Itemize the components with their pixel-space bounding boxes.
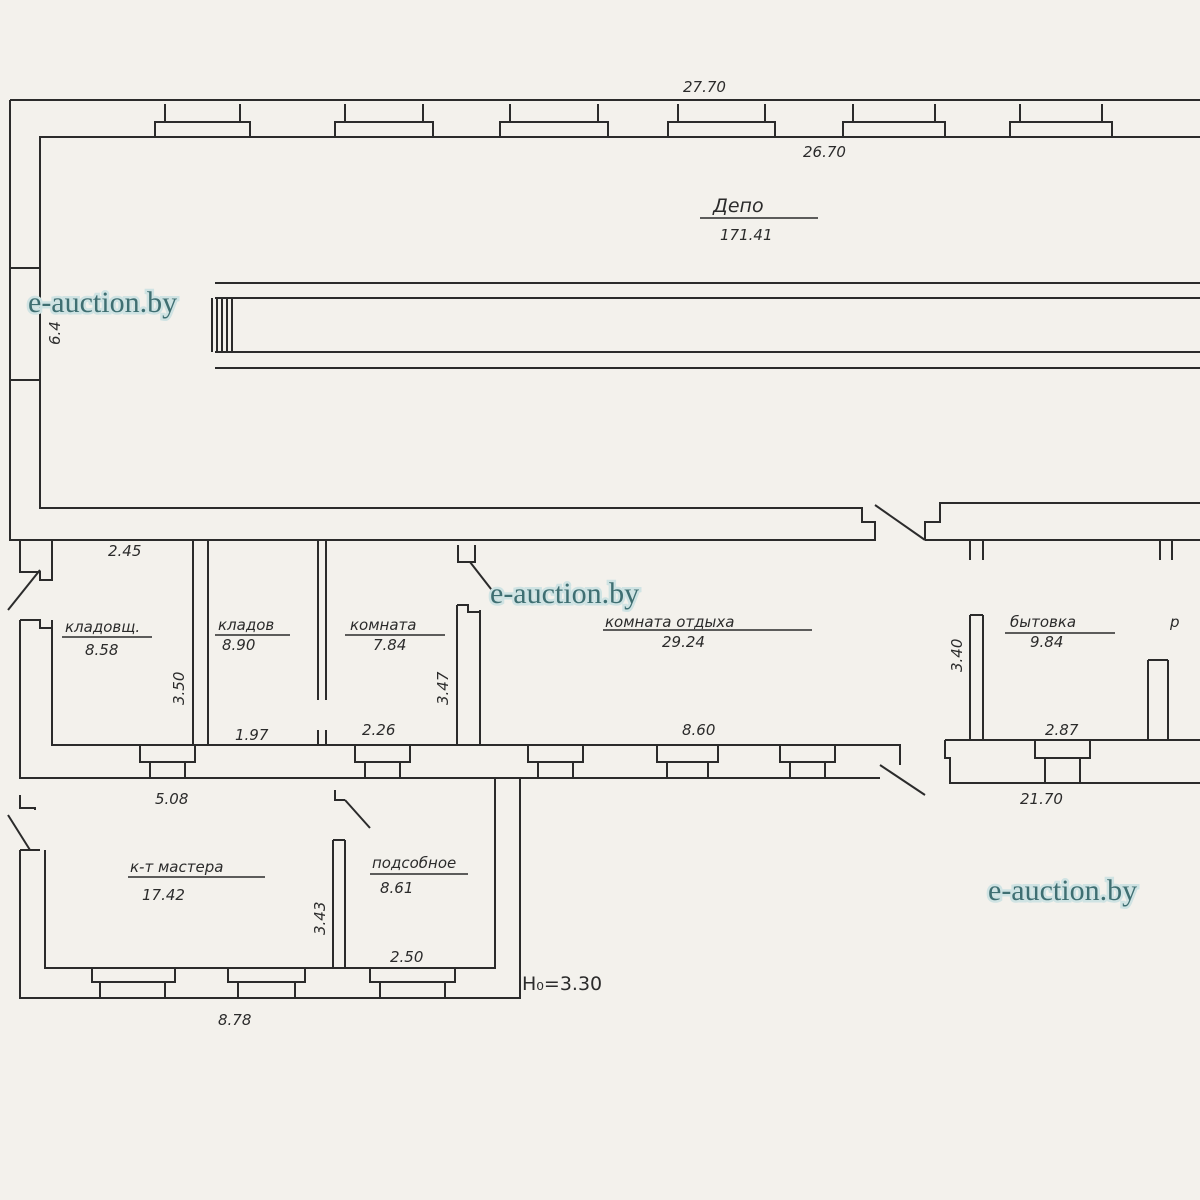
svg-text:комната: комната: [350, 616, 416, 634]
svg-text:подсобное: подсобное: [372, 854, 456, 872]
dim-w3: 8.60: [682, 721, 715, 739]
dim-w1: 1.97: [235, 726, 269, 744]
room-utility-small: подсобное 8.61: [370, 854, 468, 897]
room-rest: комната отдыха 29.24: [603, 613, 812, 651]
svg-text:8.61: 8.61: [380, 879, 413, 897]
dim-w4: 2.87: [1045, 721, 1079, 739]
dim-h3: 3.40: [948, 639, 966, 672]
svg-text:9.84: 9.84: [1030, 633, 1063, 651]
windows-top: [154, 104, 1113, 137]
svg-text:29.24: 29.24: [662, 633, 705, 651]
dim-w6: 21.70: [1020, 790, 1063, 808]
dim-w7: 2.50: [390, 948, 423, 966]
svg-text:7.84: 7.84: [373, 636, 406, 654]
dim-h4: 3.43: [311, 902, 329, 935]
svg-text:8.90: 8.90: [222, 636, 255, 654]
room-utility: бытовка 9.84: [1005, 613, 1115, 651]
svg-text:к-т мастера: к-т мастера: [130, 858, 223, 876]
ceiling-height: H₀=3.30: [522, 973, 602, 995]
watermark: e-auction.by: [988, 874, 1137, 907]
svg-text:Депо: Депо: [712, 195, 764, 217]
svg-text:кладов: кладов: [218, 616, 274, 634]
dim-h1: 3.50: [170, 672, 188, 705]
svg-text:8.58: 8.58: [85, 641, 118, 659]
svg-text:комната отдыха: комната отдыха: [605, 613, 734, 631]
watermark: e-auction.by: [490, 577, 639, 610]
room-cut-off: р: [1169, 613, 1180, 631]
dim-top-inner: 26.70: [803, 143, 846, 161]
watermark: e-auction.by: [28, 286, 177, 319]
dim-w5: 5.08: [155, 790, 188, 808]
room-foreman: к-т мастера 17.42: [128, 858, 265, 904]
dim-left-depot: 6.4: [46, 321, 64, 345]
room-storekeeper: кладовщ. 8.58: [62, 618, 152, 659]
svg-text:бытовка: бытовка: [1010, 613, 1076, 631]
svg-text:171.41: 171.41: [720, 226, 773, 244]
room-storage: кладов 8.90: [215, 616, 290, 654]
svg-text:17.42: 17.42: [142, 886, 185, 904]
walls: [7, 99, 1200, 999]
svg-text:р: р: [1169, 613, 1180, 631]
room-depot: Депо 171.41: [700, 195, 818, 244]
svg-text:кладовщ.: кладовщ.: [65, 618, 140, 636]
room-room: комната 7.84: [345, 616, 445, 654]
dim-top-outer: 27.70: [683, 78, 726, 96]
dim-w8: 8.78: [218, 1011, 251, 1029]
dim-h2: 3.47: [434, 671, 452, 705]
dim-w2: 2.26: [362, 721, 395, 739]
dim-corridor: 2.45: [108, 542, 141, 560]
